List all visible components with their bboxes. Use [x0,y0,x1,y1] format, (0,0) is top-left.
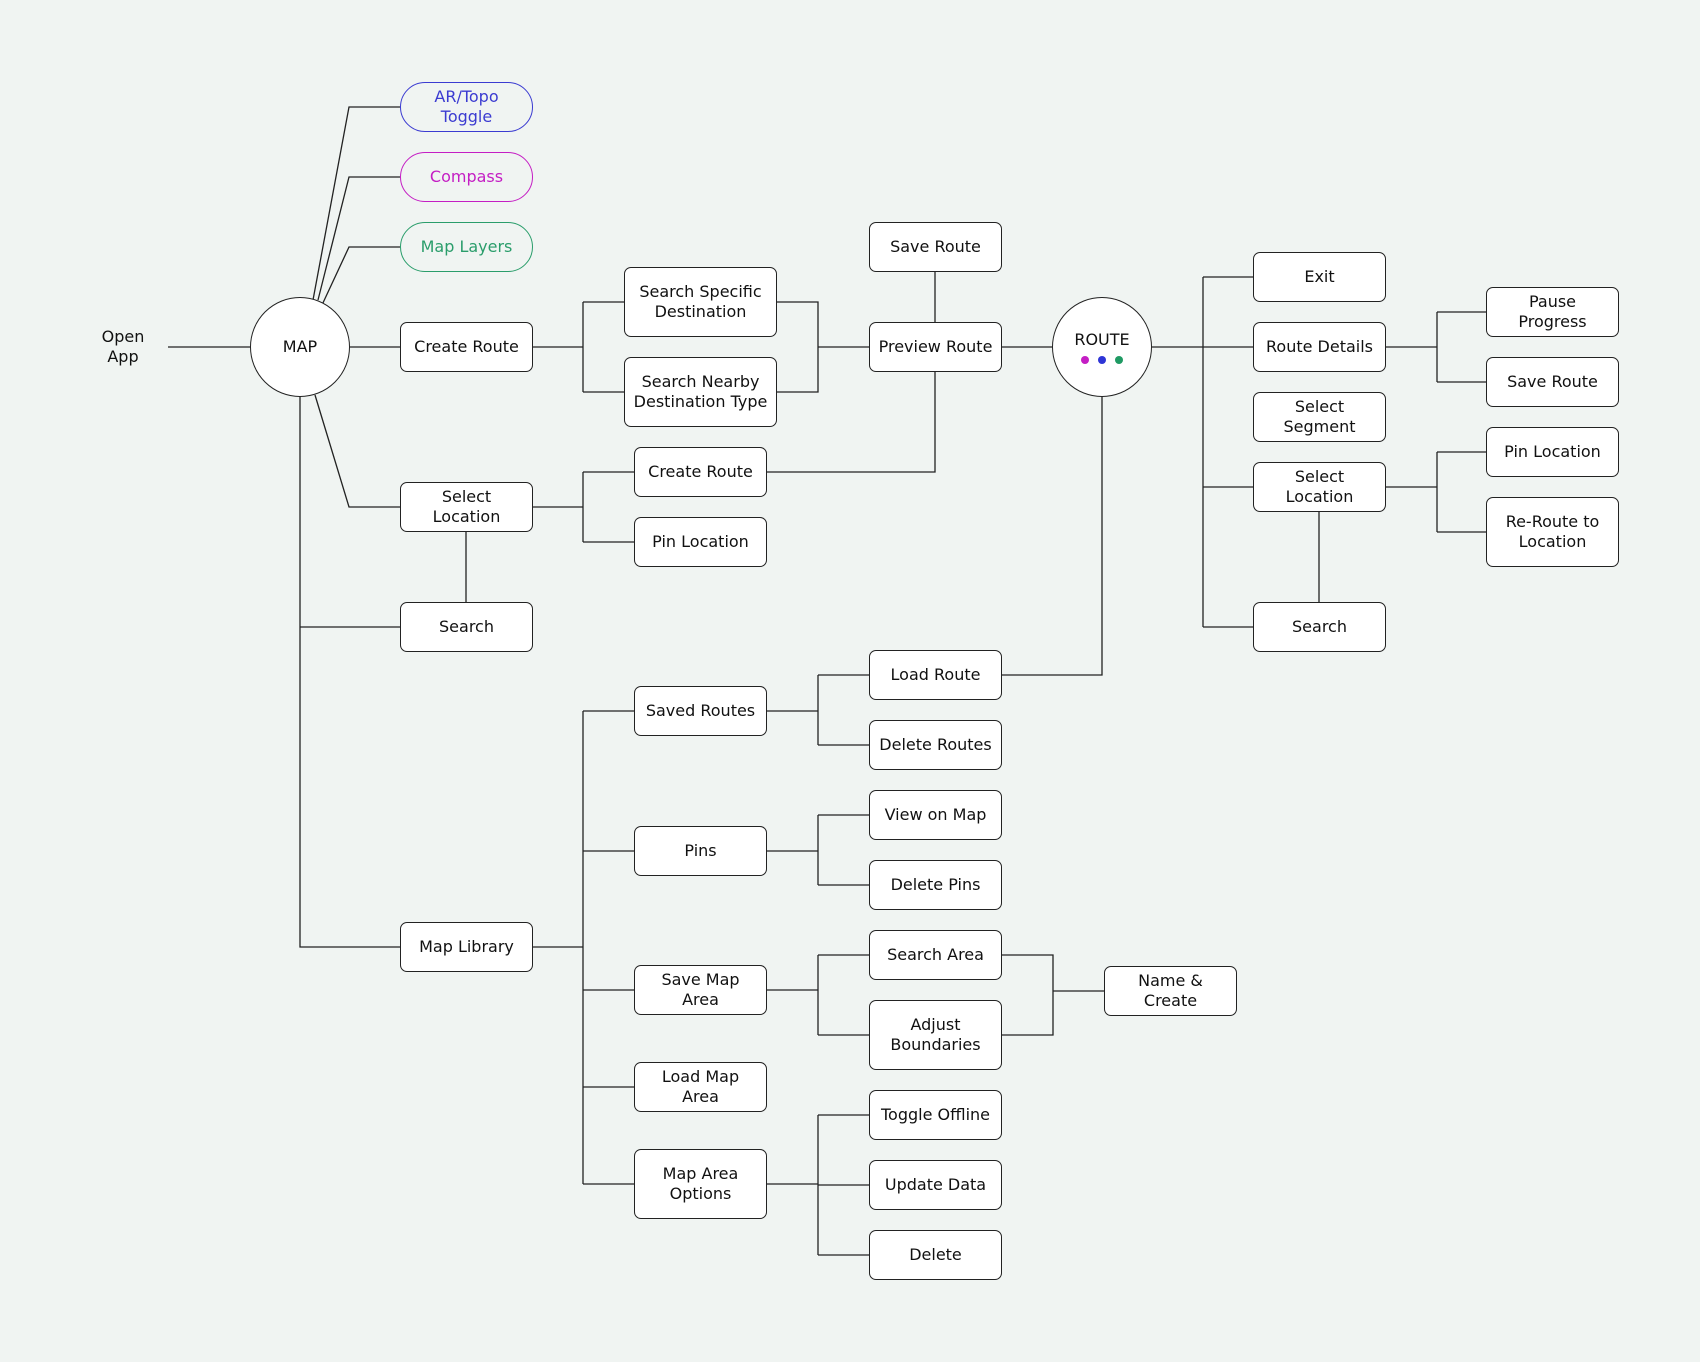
delete-node: Delete [869,1230,1002,1280]
search-area-node: Search Area [869,930,1002,980]
adjust-boundaries-node: Adjust Boundaries [869,1000,1002,1070]
connector-line [317,176,400,301]
search-specific-destination-node: Search Specific Destination [624,267,777,337]
load-map-area-node: Load Map Area [634,1062,767,1112]
connector-line [1002,954,1054,1036]
update-data-node: Update Data [869,1160,1002,1210]
connector-line [314,394,400,508]
select-location-node: Select Location [400,482,533,532]
search-nearby-destination-type-node: Search Nearby Destination Type [624,357,777,427]
ar-topo-toggle-node: AR/Topo Toggle [400,82,533,132]
save-map-area-node: Save Map Area [634,965,767,1015]
map-layers-node: Map Layers [400,222,533,272]
map-node: MAP [250,297,350,397]
search-node: Search [400,602,533,652]
toggle-offline-node: Toggle Offline [869,1090,1002,1140]
pause-progress-node: Pause Progress [1486,287,1619,337]
saved-routes-node: Saved Routes [634,686,767,736]
exit-node: Exit [1253,252,1386,302]
route-select-location-node: Select Location [1253,462,1386,512]
open-app-label: Open App [101,327,145,366]
select-segment-node: Select Segment [1253,392,1386,442]
name-and-create-node: Name & Create [1104,966,1237,1016]
route-search-node: Search [1253,602,1386,652]
compass-node: Compass [400,152,533,202]
delete-routes-node: Delete Routes [869,720,1002,770]
connector-line [312,106,400,301]
status-dots [1081,356,1123,364]
pin-location-node: Pin Location [634,517,767,567]
connector-line [321,246,400,306]
pins-node: Pins [634,826,767,876]
route-node: ROUTE [1052,297,1152,397]
connector-line [299,397,400,948]
route-pin-location-node: Pin Location [1486,427,1619,477]
blue-dot-icon [1098,356,1106,364]
create-route-node: Create Route [400,322,533,372]
green-dot-icon [1115,356,1123,364]
re-route-to-location-node: Re-Route to Location [1486,497,1619,567]
connector-line [767,372,936,473]
create-route-from-location-node: Create Route [634,447,767,497]
route-save-route-node: Save Route [1486,357,1619,407]
connector-line [1002,397,1103,676]
connector-line [777,301,819,393]
magenta-dot-icon [1081,356,1089,364]
load-route-node: Load Route [869,650,1002,700]
map-library-node: Map Library [400,922,533,972]
route-details-node: Route Details [1253,322,1386,372]
delete-pins-node: Delete Pins [869,860,1002,910]
map-area-options-node: Map Area Options [634,1149,767,1219]
preview-route-node: Preview Route [869,322,1002,372]
route-label: ROUTE [1074,330,1130,349]
view-on-map-node: View on Map [869,790,1002,840]
save-route-node: Save Route [869,222,1002,272]
